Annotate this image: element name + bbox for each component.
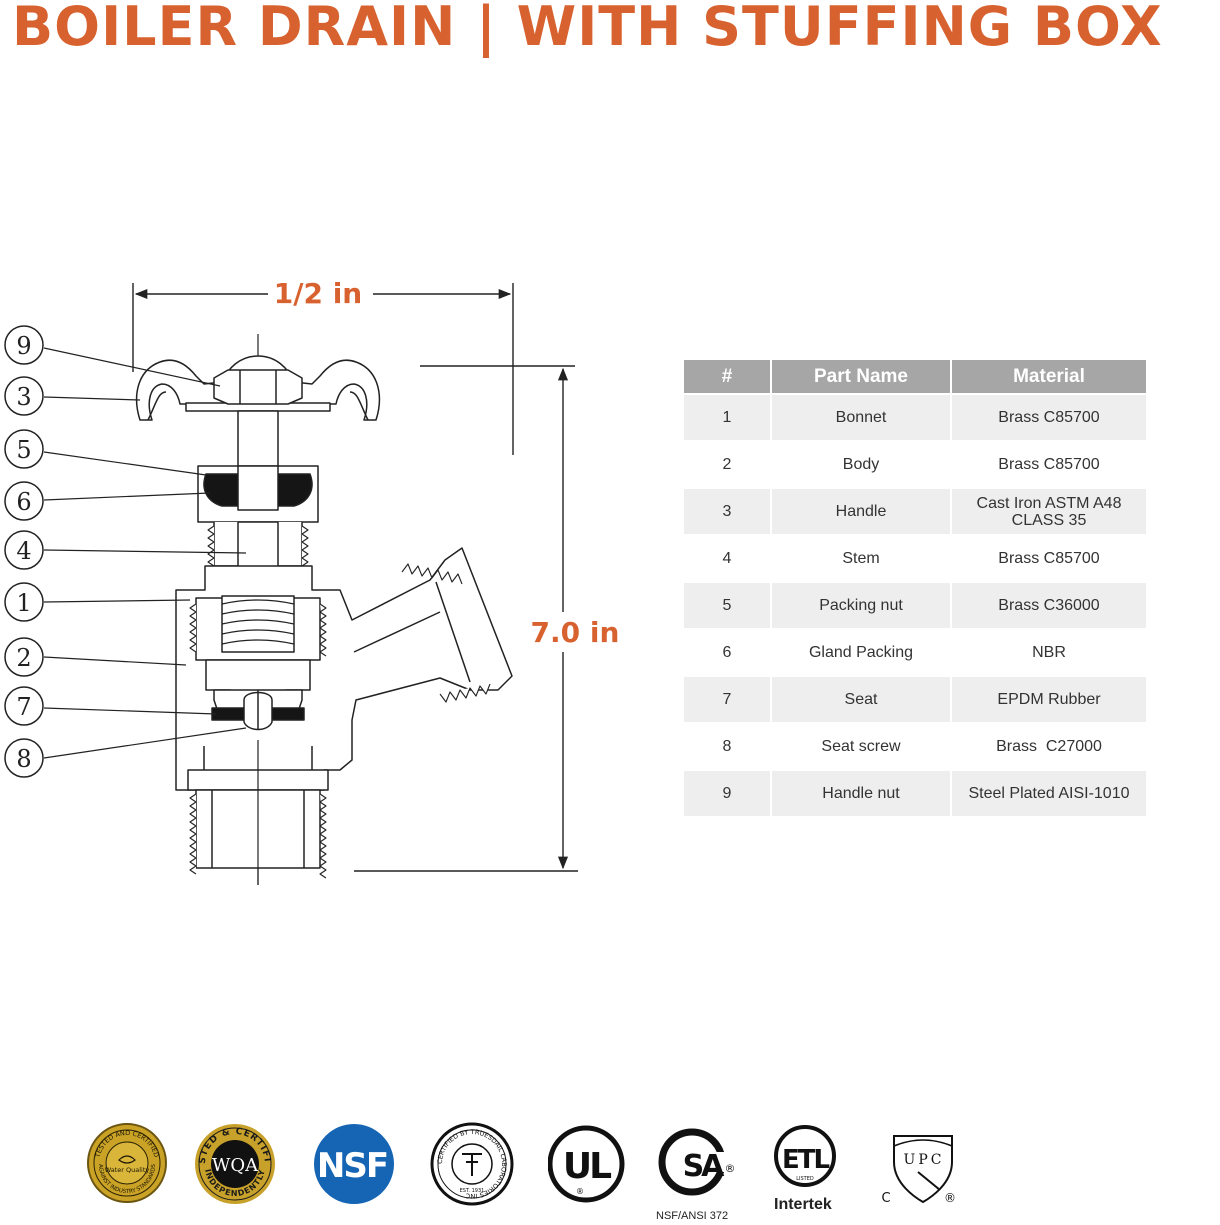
part-material: Cast Iron ASTM A48 CLASS 35 (952, 487, 1146, 534)
part-number: 3 (684, 487, 772, 534)
table-row: 7 Seat EPDM Rubber (684, 675, 1146, 722)
svg-text:Water Quality: Water Quality (105, 1166, 150, 1174)
width-dimension-label: 1/2 in (274, 277, 362, 310)
table-row: 1 Bonnet Brass C85700 (684, 393, 1146, 440)
nsf-logo-icon: NSF (314, 1124, 394, 1204)
part-number: 4 (684, 534, 772, 581)
part-number: 1 (684, 393, 772, 440)
part-number: 9 (684, 769, 772, 816)
svg-text:NSF: NSF (317, 1146, 387, 1186)
ul-logo-icon: UL ® (548, 1125, 625, 1203)
part-material: Steel Plated AISI-1010 (952, 769, 1146, 816)
height-dimension-label: 7.0 in (531, 616, 620, 649)
svg-text:UL: UL (563, 1146, 611, 1187)
etl-logo-icon: ETL LISTED (774, 1125, 836, 1187)
upc-logo-icon: UPC C ® (881, 1135, 956, 1206)
column-header-material: Material (952, 360, 1146, 393)
callout-5: 5 (4, 429, 44, 469)
svg-text:C: C (881, 1191, 890, 1206)
part-number: 5 (684, 581, 772, 628)
csa-caption: NSF/ANSI 372 (656, 1210, 729, 1222)
part-name: Handle nut (772, 769, 952, 816)
part-material: EPDM Rubber (952, 675, 1146, 722)
callout-9: 9 (4, 325, 44, 365)
table-row: 5 Packing nut Brass C36000 (684, 581, 1146, 628)
callout-1: 1 (4, 582, 44, 622)
svg-text:5: 5 (16, 436, 31, 464)
part-name: Bonnet (772, 393, 952, 440)
table-header-row: # Part Name Material (684, 360, 1146, 393)
part-name: Stem (772, 534, 952, 581)
table-row: 3 Handle Cast Iron ASTM A48 CLASS 35 (684, 487, 1146, 534)
part-name: Handle (772, 487, 952, 534)
table-row: 2 Body Brass C85700 (684, 440, 1146, 487)
table-row: 8 Seat screw Brass C27000 (684, 722, 1146, 769)
valve-cross-section-diagram: 1/2 in 7.0 in (4, 277, 620, 885)
part-material: Brass C85700 (952, 393, 1146, 440)
svg-text:1: 1 (16, 589, 31, 617)
svg-text:9: 9 (16, 332, 31, 360)
svg-text:ETL: ETL (782, 1145, 829, 1175)
part-number: 6 (684, 628, 772, 675)
part-name: Seat screw (772, 722, 952, 769)
svg-text:LISTED: LISTED (796, 1176, 814, 1182)
wqa-seal-icon: TESTED & CERTIFIED INDEPENDENTLY WQA (193, 1122, 275, 1204)
svg-text:®: ® (576, 1187, 584, 1196)
table-row: 4 Stem Brass C85700 (684, 534, 1146, 581)
valve-drawing (135, 334, 513, 885)
part-material: Brass C36000 (952, 581, 1146, 628)
water-quality-seal-icon: TESTED AND CERTIFIED AGAINST INDUSTRY ST… (87, 1123, 167, 1203)
part-material: Brass C85700 (952, 534, 1146, 581)
svg-text:7: 7 (16, 693, 31, 721)
svg-text:8: 8 (16, 745, 31, 773)
part-name: Gland Packing (772, 628, 952, 675)
svg-text:EST. 1931: EST. 1931 (460, 1188, 485, 1194)
svg-text:4: 4 (16, 537, 31, 565)
svg-text:SA: SA (683, 1149, 726, 1184)
column-header-number: # (684, 360, 772, 393)
column-header-part-name: Part Name (772, 360, 952, 393)
table-row: 9 Handle nut Steel Plated AISI-1010 (684, 769, 1146, 816)
page-title: BOILER DRAIN | WITH STUFFING BOX (12, 0, 1163, 58)
part-name: Seat (772, 675, 952, 722)
callout-2: 2 (4, 637, 44, 677)
svg-text:WQA: WQA (212, 1155, 259, 1176)
leader-lines (43, 347, 247, 759)
callout-8: 8 (4, 738, 44, 778)
part-name: Packing nut (772, 581, 952, 628)
svg-text:6: 6 (16, 488, 31, 516)
svg-text:3: 3 (16, 383, 31, 411)
certification-logos: TESTED AND CERTIFIED AGAINST INDUSTRY ST… (80, 1122, 1180, 1222)
intertek-caption: Intertek (774, 1196, 832, 1213)
part-number: 2 (684, 440, 772, 487)
svg-text:®: ® (944, 1191, 956, 1205)
svg-text:UPC: UPC (904, 1152, 945, 1168)
part-material: Brass C27000 (952, 722, 1146, 769)
part-material: NBR (952, 628, 1146, 675)
table-row: 6 Gland Packing NBR (684, 628, 1146, 675)
callout-4: 4 (4, 530, 44, 570)
callout-7: 7 (4, 686, 44, 726)
part-number: 7 (684, 675, 772, 722)
parts-table: # Part Name Material 1 Bonnet Brass C857… (684, 360, 1146, 816)
svg-text:®: ® (725, 1162, 736, 1175)
callout-circles: 9 3 5 6 4 1 2 7 8 (4, 325, 44, 778)
svg-text:2: 2 (16, 644, 31, 672)
part-material: Brass C85700 (952, 440, 1146, 487)
part-name: Body (772, 440, 952, 487)
dimension-lines (132, 283, 578, 872)
csa-logo-icon: SA ® (658, 1128, 736, 1196)
part-number: 8 (684, 722, 772, 769)
truesdail-seal-icon: CERTIFIED BY TRUESDAIL LABORATORIES INC … (430, 1122, 514, 1206)
callout-6: 6 (4, 481, 44, 521)
callout-3: 3 (4, 376, 44, 416)
